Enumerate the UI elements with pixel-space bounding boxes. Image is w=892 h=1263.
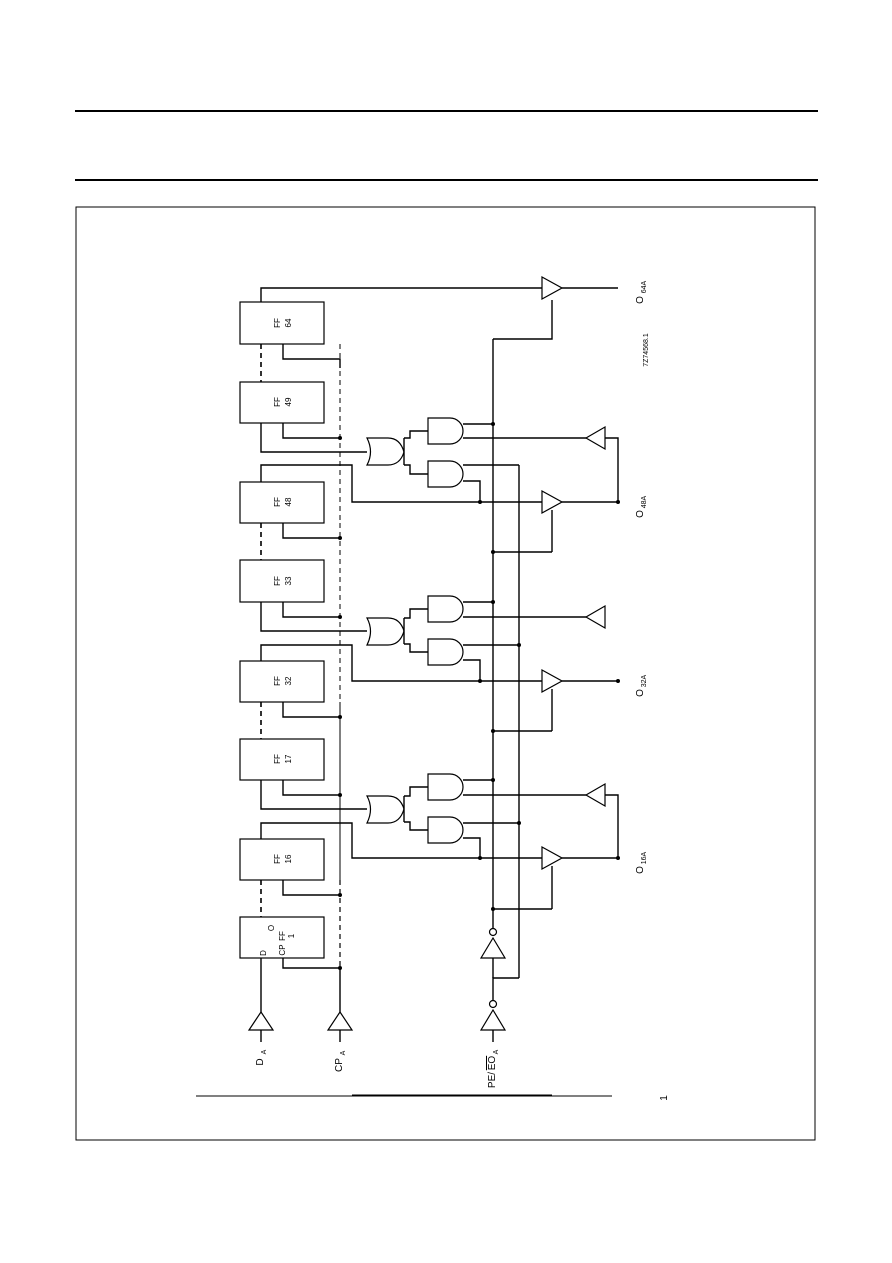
output-48-sub: 48A <box>641 495 648 508</box>
ff49-number: 49 <box>284 397 293 406</box>
enable-bus <box>491 300 553 978</box>
enable-second-inverter <box>479 927 507 978</box>
ff1-cp-pin: CP <box>278 944 287 955</box>
output-32-label: O <box>635 689 646 697</box>
ff64-prefix: FF <box>273 318 282 328</box>
header-rule <box>75 179 818 181</box>
ff49-prefix: FF <box>273 397 282 407</box>
ff32-number: 32 <box>284 676 293 685</box>
data-input-sub: A <box>261 1049 268 1054</box>
ff1-number: 1 <box>287 933 296 938</box>
ff33-prefix: FF <box>273 576 282 586</box>
output-selector-32 <box>260 595 620 732</box>
ff48-prefix: FF <box>273 497 282 507</box>
clock-input-label: CP <box>334 1058 345 1072</box>
ff32-prefix: FF <box>273 676 282 686</box>
flip-flop-32: FF 32 <box>239 660 325 703</box>
page-marker: 1 <box>659 1095 670 1101</box>
figure-code: 7Z74568.1 <box>643 333 650 367</box>
output-16-label: O <box>635 866 646 874</box>
output-32-sub: 32A <box>641 674 648 687</box>
ff64-number: 64 <box>284 318 293 327</box>
enable-input-inverter <box>479 977 519 1042</box>
ff48-number: 48 <box>284 497 293 506</box>
ff1-prefix: FF <box>278 931 287 941</box>
enable-input-bar: EO <box>487 1056 498 1071</box>
enable-input-sub: A <box>493 1049 500 1054</box>
flip-flop-64: FF 64 <box>239 301 325 345</box>
omitted-stage-links <box>260 344 341 968</box>
ff33-number: 33 <box>284 576 293 585</box>
output-selector-48 <box>260 417 620 553</box>
output-64-label: O <box>635 296 646 304</box>
output-16-sub: 16A <box>641 851 648 864</box>
ff1-q-pin: O <box>267 925 276 931</box>
enable-input-label: PE/ <box>487 1072 498 1088</box>
data-input-label: D <box>255 1058 266 1065</box>
flip-flop-chain: O D CP FF 1 FF 16 FF 17 FF 32 FF 33 F <box>239 301 325 959</box>
ff16-number: 16 <box>284 854 293 863</box>
flip-flop-1: O D CP FF 1 <box>239 916 325 959</box>
flip-flop-33: FF 33 <box>239 559 325 603</box>
input-labels: D A CP A PE/ EO A <box>255 1049 500 1088</box>
output-48-label: O <box>635 510 646 518</box>
ff17-number: 17 <box>284 754 293 763</box>
clock-bus <box>282 344 342 1012</box>
ff17-prefix: FF <box>273 754 282 764</box>
flip-flop-17: FF 17 <box>239 738 325 781</box>
data-input-buffer <box>247 1010 275 1042</box>
output-selector-16 <box>260 773 620 910</box>
output-labels: O 16A O 32A O 48A O 64A <box>635 280 648 873</box>
clock-input-sub: A <box>340 1050 347 1055</box>
ff1-d-pin: D <box>259 950 268 956</box>
flip-flop-16: FF 16 <box>239 838 325 881</box>
diagram-frame <box>75 206 816 1141</box>
flip-flop-49: FF 49 <box>239 381 325 424</box>
top-rule <box>75 110 818 112</box>
flip-flop-48: FF 48 <box>239 481 325 524</box>
output-64-sub: 64A <box>641 280 648 293</box>
output-buffer-64 <box>260 275 618 302</box>
clock-input-buffer <box>326 1010 354 1042</box>
ff16-prefix: FF <box>273 854 282 864</box>
